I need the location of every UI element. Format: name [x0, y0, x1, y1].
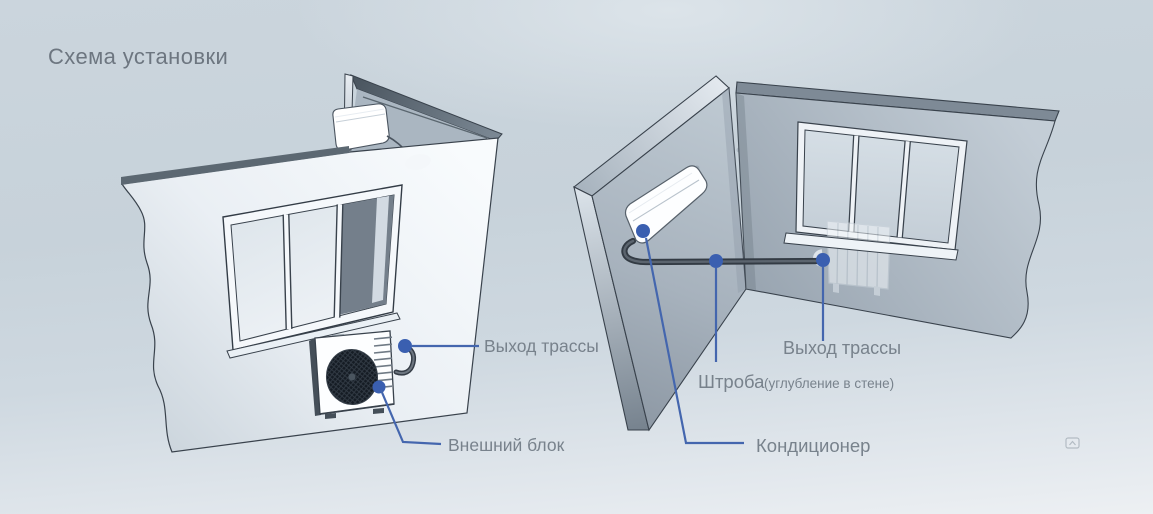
right-window — [795, 121, 968, 251]
marker-dot-route-exit-right — [816, 253, 830, 267]
outdoor-unit-feet — [325, 408, 384, 419]
window-sash-highlight — [372, 196, 389, 303]
label-outdoor-unit: Внешний блок — [448, 435, 565, 455]
indoor-unit-seam — [632, 179, 700, 222]
leader-indoor-unit — [644, 237, 744, 445]
pipe-sleeve-blob — [405, 154, 431, 170]
left-return-wall-inner-edge-line — [362, 96, 488, 139]
right-window-sill — [783, 232, 959, 261]
corner-shadow-right — [736, 93, 756, 290]
outdoor-unit — [309, 330, 395, 419]
right-diagram-interior-view: Кондиционер Штроба (углубление в стене) … — [572, 75, 1060, 456]
marker-dot-route-exit-left — [398, 339, 412, 353]
label-chase-note: (углубление в стене) — [764, 376, 894, 391]
right-window-mullions — [849, 135, 910, 238]
outdoor-unit-side — [309, 338, 321, 416]
fan-grille-icon — [325, 349, 379, 405]
indoor-unit-ridge-highlight — [334, 108, 385, 118]
indoor-unit-body — [624, 165, 708, 244]
window-sill — [226, 312, 401, 359]
left-window — [222, 184, 403, 359]
label-chase: Штроба — [698, 371, 765, 392]
label-indoor-unit: Кондиционер — [756, 435, 870, 456]
marker-dot-chase — [709, 254, 723, 268]
radiator — [826, 220, 891, 296]
corner-shadow-left — [722, 88, 746, 293]
radiator-feet — [833, 283, 880, 296]
marker-dot-indoor-unit — [636, 224, 650, 238]
label-route-exit-right: Выход трассы — [783, 338, 901, 358]
radiator-sections — [836, 222, 879, 289]
watermark-chevron-up-icon — [1065, 437, 1080, 449]
indoor-unit — [624, 165, 708, 244]
left-wall-top-edge — [121, 146, 349, 185]
page-title: Схема установки — [48, 44, 228, 69]
indoor-unit-ridge-line — [335, 113, 386, 123]
window-mullions — [283, 204, 343, 330]
outdoor-unit-label-mark — [331, 334, 345, 336]
leader-outdoor-unit — [379, 389, 442, 446]
marker-dot-outdoor-unit — [372, 380, 386, 394]
chase-pipe — [621, 237, 827, 266]
outdoor-unit-bottom-edge — [319, 403, 395, 415]
left-diagram-exterior-view: Выход трассы Внешний блок — [121, 73, 599, 455]
indoor-unit-highlight — [628, 172, 693, 214]
label-route-exit-left: Выход трассы — [484, 336, 599, 356]
